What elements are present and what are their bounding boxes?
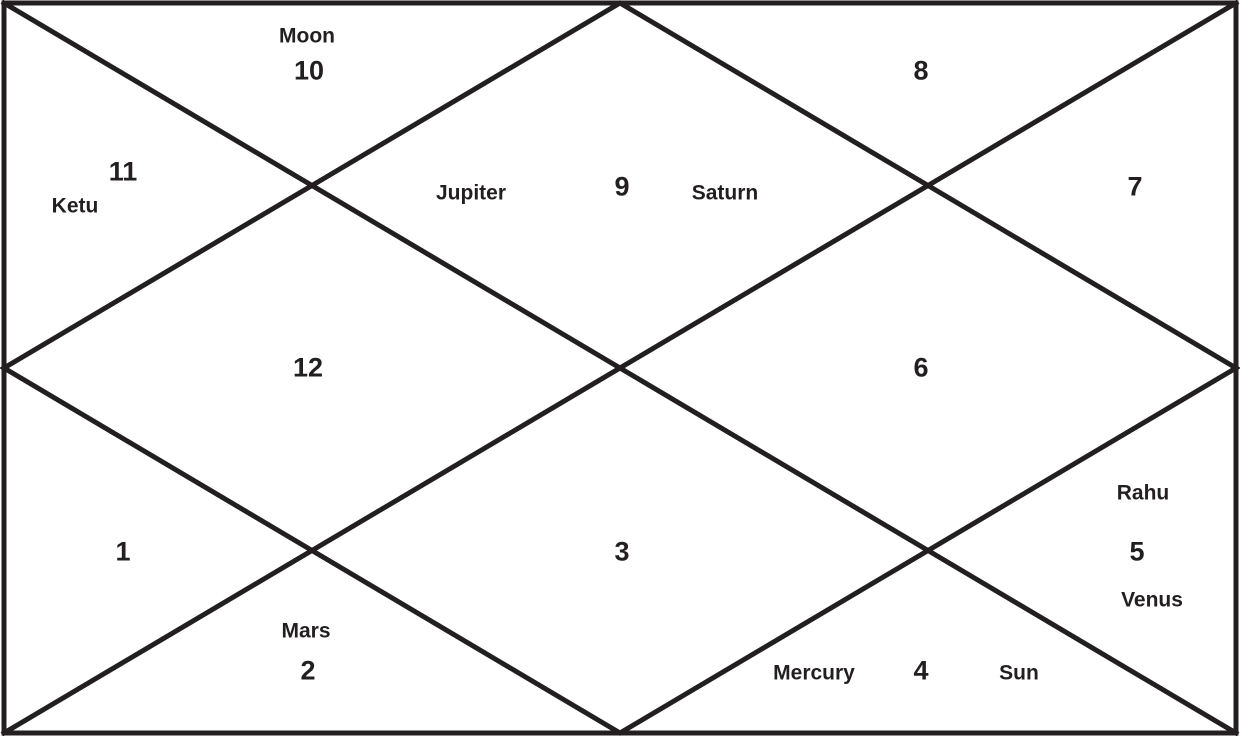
house-10-number: 10 xyxy=(293,55,325,86)
house-12-number: 12 xyxy=(292,352,324,383)
house-5-number: 5 xyxy=(1129,536,1145,567)
planet-sun: Sun xyxy=(999,661,1039,685)
house-6-number: 6 xyxy=(913,352,929,383)
planet-mercury: Mercury xyxy=(773,661,855,685)
planet-moon: Moon xyxy=(279,24,335,48)
planet-ketu: Ketu xyxy=(51,194,99,218)
house-1-number: 1 xyxy=(115,536,131,567)
planet-rahu: Rahu xyxy=(1116,481,1170,505)
house-11-number: 11 xyxy=(108,156,138,187)
planet-jupiter: Jupiter xyxy=(435,181,507,205)
planet-saturn: Saturn xyxy=(691,181,759,205)
planet-mars: Mars xyxy=(281,619,331,643)
house-8-number: 8 xyxy=(913,55,929,86)
house-9-number: 9 xyxy=(614,171,630,202)
planet-venus: Venus xyxy=(1121,588,1183,612)
house-3-number: 3 xyxy=(614,536,630,567)
house-2-number: 2 xyxy=(300,655,316,686)
house-7-number: 7 xyxy=(1127,171,1143,202)
house-4-number: 4 xyxy=(913,655,929,686)
